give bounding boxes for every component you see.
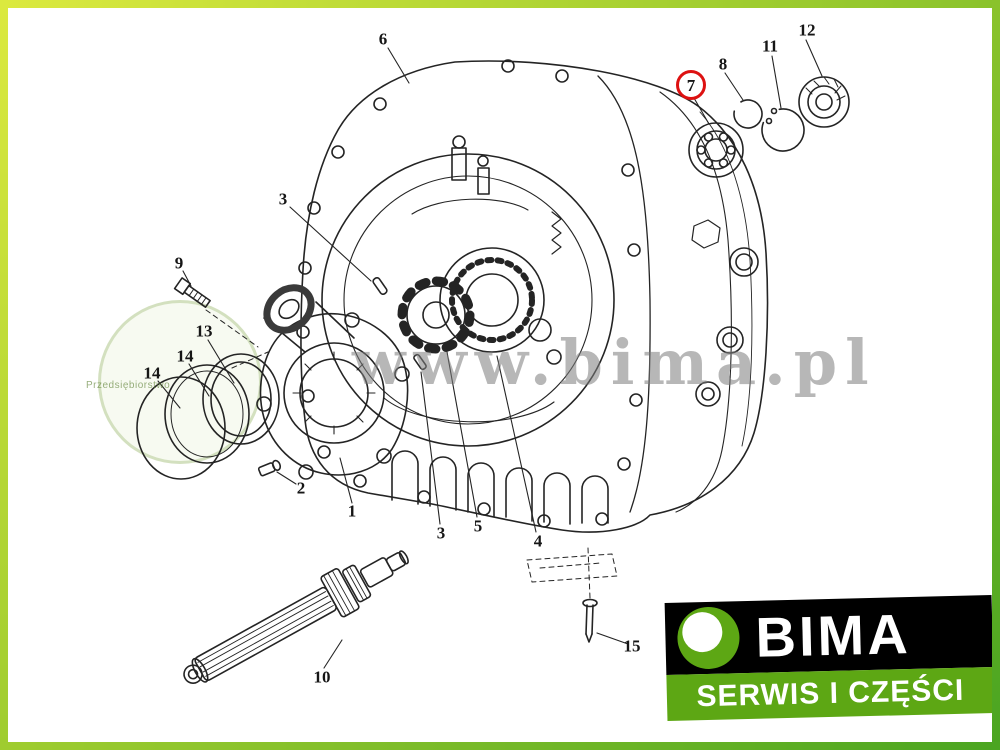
part-label-11: 11 [761,36,779,56]
part-label-5: 5 [473,516,483,536]
part-label-14: 14 [176,346,194,366]
part-label-2: 2 [296,478,306,498]
part-label-8: 8 [718,54,728,74]
part-label-7-highlighted: 7 [676,70,706,100]
part-label-1: 1 [347,501,357,521]
bima-logo-black-band: BIMA [664,595,994,675]
part-label-3: 3 [436,523,446,543]
part-label-15: 15 [623,636,641,656]
brand-name: BIMA [754,601,912,669]
part-label-6: 6 [378,29,388,49]
brand-tagline: SERWIS I CZĘŚCI [666,667,995,721]
part-label-10: 10 [313,667,331,687]
part-label-9: 9 [174,253,184,273]
bima-logo: BIMA SERWIS I CZĘŚCI [664,595,995,721]
part-label-13: 13 [195,321,213,341]
part-label-12: 12 [798,20,816,40]
part-label-4: 4 [533,531,543,551]
bima-ball-icon [676,606,741,670]
part-label-14: 14 [143,363,161,383]
part-label-3: 3 [278,189,288,209]
